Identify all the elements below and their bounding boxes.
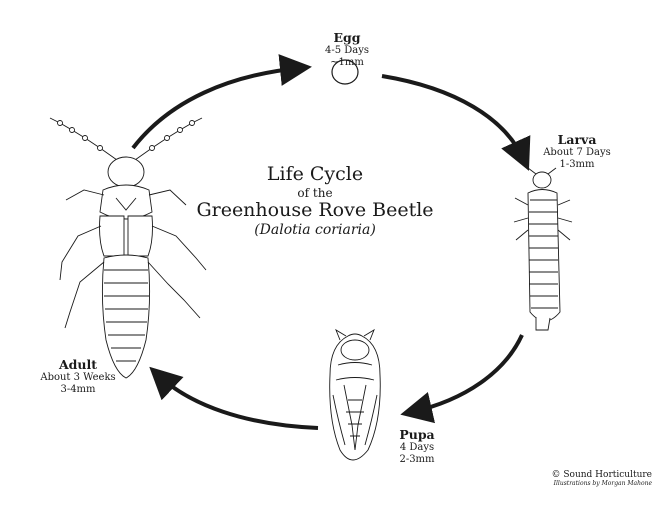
adult-size: 3-4mm	[60, 383, 96, 395]
larva-size: 1-3mm	[559, 158, 595, 170]
larva-duration: About 7 Days	[543, 147, 611, 159]
adult-illustration	[49, 117, 207, 379]
title-line-1: Life Cycle	[266, 163, 364, 185]
arrow-larva-to-pupa	[400, 334, 524, 424]
egg-illustration	[331, 59, 359, 85]
title-species: (Dalotia coriaria)	[254, 222, 376, 239]
pupa-duration: 4 Days	[399, 442, 435, 454]
credit-block: © Sound Horticulture Illustrations by Mo…	[512, 470, 652, 487]
egg-label: Egg 4-5 Days ~1mm	[312, 30, 382, 68]
adult-name: Adult	[58, 357, 98, 372]
adult-duration: About 3 Weeks	[40, 372, 116, 384]
arrow-pupa-to-adult	[149, 366, 319, 430]
pupa-name: Pupa	[399, 427, 435, 442]
larva-illustration	[513, 167, 573, 331]
egg-size: ~1mm	[330, 56, 364, 68]
arrow-egg-to-larva	[381, 74, 531, 171]
title-line-2: of the	[297, 185, 333, 200]
larva-name: Larva	[557, 132, 597, 147]
copyright-text: © Sound Horticulture	[551, 470, 652, 480]
pupa-size: 2-3mm	[399, 453, 435, 465]
illustrator-credit: Illustrations by Morgan Mahone	[553, 480, 652, 487]
adult-label: Adult About 3 Weeks 3-4mm	[28, 357, 128, 395]
egg-name: Egg	[333, 30, 361, 45]
arrow-adult-to-egg	[131, 54, 312, 150]
pupa-label: Pupa 4 Days 2-3mm	[382, 427, 452, 465]
egg-duration: 4-5 Days	[324, 45, 370, 57]
diagram-title: Life Cycle of the Greenhouse Rove Beetle…	[190, 163, 440, 240]
pupa-illustration	[329, 328, 381, 461]
larva-label: Larva About 7 Days 1-3mm	[527, 132, 627, 170]
title-line-3: Greenhouse Rove Beetle	[196, 199, 434, 222]
